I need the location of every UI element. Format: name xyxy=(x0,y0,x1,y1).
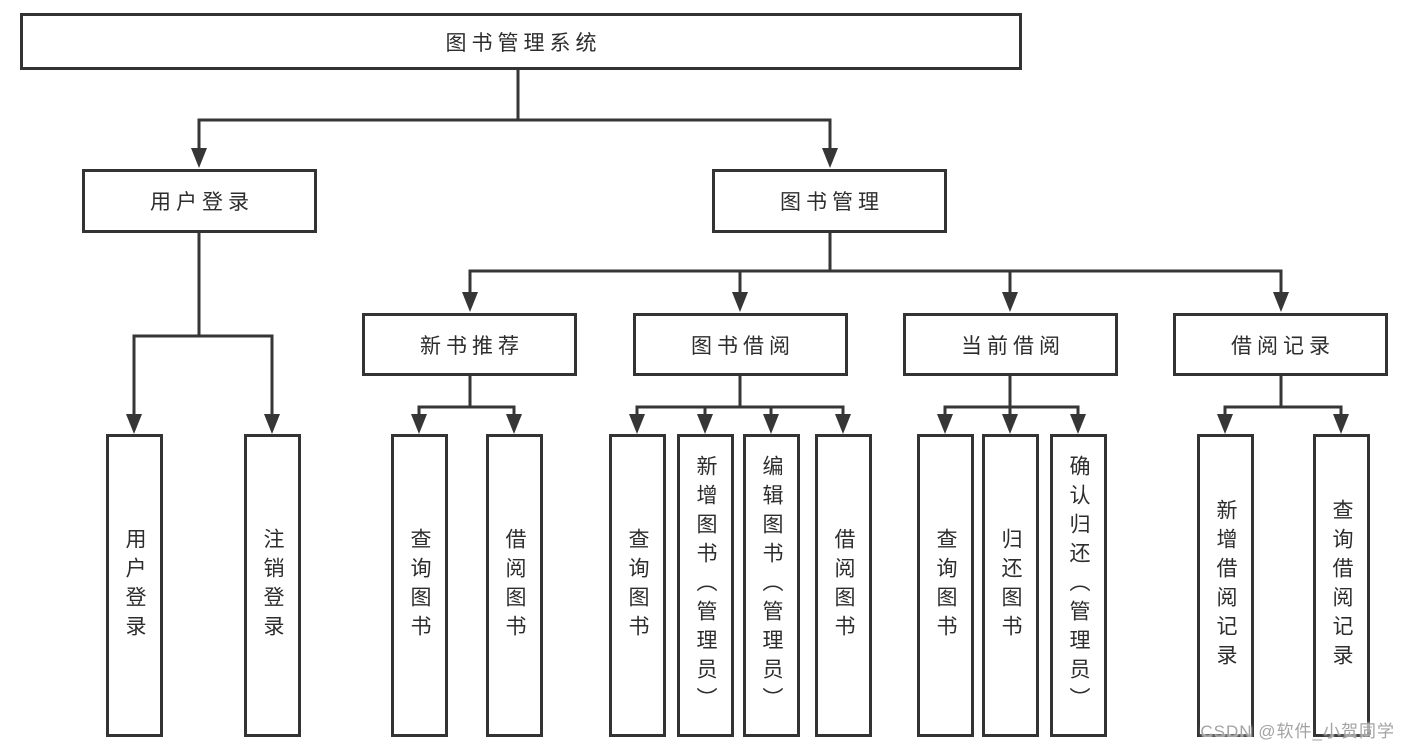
arrowhead-icon xyxy=(697,414,713,434)
arrowhead-icon xyxy=(732,292,748,312)
arrowhead-icon xyxy=(1273,292,1289,312)
node-borrow-records: 借阅记录 xyxy=(1173,313,1388,376)
node-book-management-label: 图书管理 xyxy=(780,191,884,214)
watermark: CSDN @软件_小贺同学 xyxy=(1200,722,1395,741)
leaf-add-book-admin: 新增图书（管理员） xyxy=(677,434,734,737)
leaf-user-login: 用户登录 xyxy=(106,434,163,737)
arrowhead-icon xyxy=(835,414,851,434)
arrowhead-icon xyxy=(462,292,478,312)
leaf-add-borrow-record: 新增借阅记录 xyxy=(1197,434,1254,737)
node-user-login-label: 用户登录 xyxy=(150,191,254,214)
leaf-logout: 注销登录 xyxy=(244,434,301,737)
leaf-query-borrow-record-label: 查询借阅记录 xyxy=(1330,498,1353,673)
node-new-book-recommend: 新书推荐 xyxy=(362,313,577,376)
arrowhead-icon xyxy=(1333,414,1349,434)
arrowhead-icon xyxy=(126,414,142,434)
node-current-borrow-label: 当前借阅 xyxy=(961,334,1065,358)
leaf-borrow-books-borrow: 借阅图书 xyxy=(815,434,872,737)
arrowhead-icon xyxy=(411,414,427,434)
arrowhead-icon xyxy=(1002,414,1018,434)
arrowhead-icon xyxy=(629,414,645,434)
node-root-label: 图书管理系统 xyxy=(445,31,602,55)
leaf-edit-book-admin: 编辑图书（管理员） xyxy=(743,434,800,737)
leaf-edit-book-admin-label: 编辑图书（管理员） xyxy=(760,455,783,716)
arrowhead-icon xyxy=(822,148,838,168)
node-borrow-records-label: 借阅记录 xyxy=(1231,334,1335,358)
node-user-login: 用户登录 xyxy=(82,169,317,233)
leaf-add-book-admin-label: 新增图书（管理员） xyxy=(694,455,717,716)
leaf-borrow-books-recommend-label: 借阅图书 xyxy=(503,527,526,644)
node-book-borrow-label: 图书借阅 xyxy=(691,334,795,358)
leaf-query-borrow-record: 查询借阅记录 xyxy=(1313,434,1370,737)
leaf-confirm-return-admin-label: 确认归还（管理员） xyxy=(1067,455,1090,716)
leaf-query-books-recommend-label: 查询图书 xyxy=(408,527,431,644)
arrowhead-icon xyxy=(1217,414,1233,434)
node-book-borrow: 图书借阅 xyxy=(633,313,848,376)
leaf-borrow-books-recommend: 借阅图书 xyxy=(486,434,543,737)
arrowhead-icon xyxy=(264,414,280,434)
node-current-borrow: 当前借阅 xyxy=(903,313,1118,376)
leaf-user-login-label: 用户登录 xyxy=(123,527,146,644)
arrowhead-icon xyxy=(506,414,522,434)
leaf-borrow-books-borrow-label: 借阅图书 xyxy=(832,527,855,644)
leaf-return-book-label: 归还图书 xyxy=(999,527,1022,644)
leaf-query-books-borrow-label: 查询图书 xyxy=(626,527,649,644)
leaf-logout-label: 注销登录 xyxy=(261,527,284,644)
leaf-query-books-borrow: 查询图书 xyxy=(609,434,666,737)
arrowhead-icon xyxy=(1070,414,1086,434)
leaf-return-book: 归还图书 xyxy=(982,434,1039,737)
node-new-book-recommend-label: 新书推荐 xyxy=(420,334,524,358)
arrowhead-icon xyxy=(191,148,207,168)
leaf-query-books-current-label: 查询图书 xyxy=(934,527,957,644)
leaf-query-books-recommend: 查询图书 xyxy=(391,434,448,737)
arrowheads xyxy=(126,148,1349,434)
node-book-management: 图书管理 xyxy=(712,169,947,233)
node-root: 图书管理系统 xyxy=(20,13,1022,70)
arrowhead-icon xyxy=(937,414,953,434)
leaf-query-books-current: 查询图书 xyxy=(917,434,974,737)
leaf-confirm-return-admin: 确认归还（管理员） xyxy=(1050,434,1107,737)
arrowhead-icon xyxy=(763,414,779,434)
arrowhead-icon xyxy=(1002,292,1018,312)
leaf-add-borrow-record-label: 新增借阅记录 xyxy=(1214,498,1237,673)
